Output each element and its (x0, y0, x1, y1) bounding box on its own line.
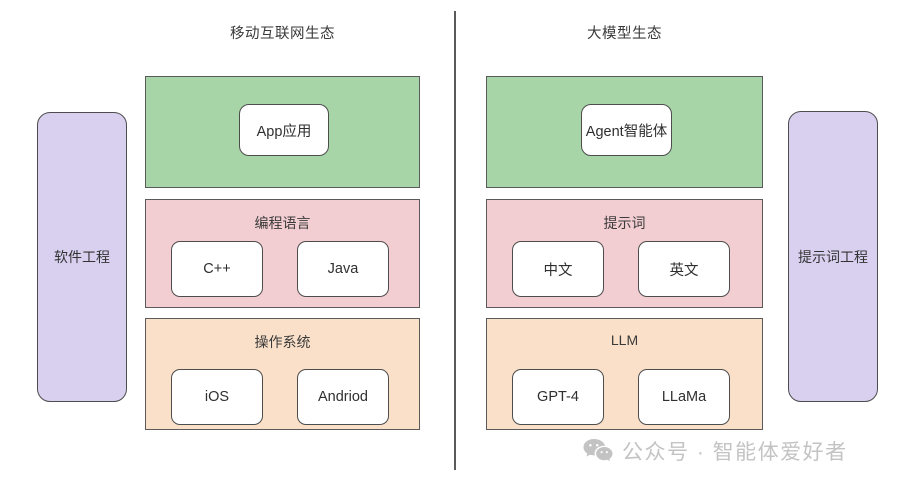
chip-app-application: App应用 (239, 104, 329, 156)
layer-operating-system: 操作系统 iOS Andriod (145, 318, 420, 430)
layer-title-llm: LLM (610, 332, 639, 348)
chip-label: 英文 (669, 262, 699, 279)
chip-gpt4: GPT-4 (512, 369, 604, 425)
layer-prompt: 提示词 中文 英文 (486, 199, 763, 308)
chip-java: Java (297, 241, 389, 297)
chip-label: 中文 (543, 262, 573, 279)
chip-label: LLaMa (661, 389, 707, 405)
column-divider (454, 11, 456, 470)
pillar-software-engineering: 软件工程 (37, 112, 127, 402)
chip-cpp: C++ (171, 241, 263, 297)
chip-label: App应用 (256, 123, 312, 140)
pillar-label: 提示词工程 (798, 248, 868, 265)
layer-llm: LLM GPT-4 LLaMa (486, 318, 763, 430)
chip-english: 英文 (638, 241, 730, 297)
pillar-label: 软件工程 (54, 249, 110, 265)
layer-programming-language: 编程语言 C++ Java (145, 199, 420, 308)
layer-title-prompt: 提示词 (603, 215, 646, 231)
column-title-mobile-internet: 移动互联网生态 (230, 26, 335, 42)
column-title-large-model: 大模型生态 (587, 26, 662, 42)
chip-label: iOS (204, 389, 230, 405)
watermark-text: 公众号 · 智能体爱好者 (622, 441, 848, 464)
chip-label: Java (327, 261, 359, 277)
layer-title-operating-system: 操作系统 (254, 334, 311, 350)
chip-label: C++ (203, 261, 231, 277)
layer-title-programming-language: 编程语言 (254, 215, 311, 231)
chip-label: Andriod (318, 389, 368, 405)
chip-agent: Agent智能体 (581, 104, 672, 156)
chip-ios: iOS (171, 369, 263, 425)
chip-llama: LLaMa (638, 369, 730, 425)
chip-chinese: 中文 (512, 241, 604, 297)
chip-label: GPT-4 (537, 389, 579, 405)
layer-agent: Agent智能体 (486, 76, 763, 188)
pillar-prompt-engineering: 提示词工程 (788, 111, 878, 402)
wechat-icon (583, 439, 613, 462)
chip-android: Andriod (297, 369, 389, 425)
watermark: 公众号 · 智能体爱好者 (583, 436, 848, 466)
chip-label: Agent智能体 (585, 123, 668, 140)
layer-app-application: App应用 (145, 76, 420, 188)
